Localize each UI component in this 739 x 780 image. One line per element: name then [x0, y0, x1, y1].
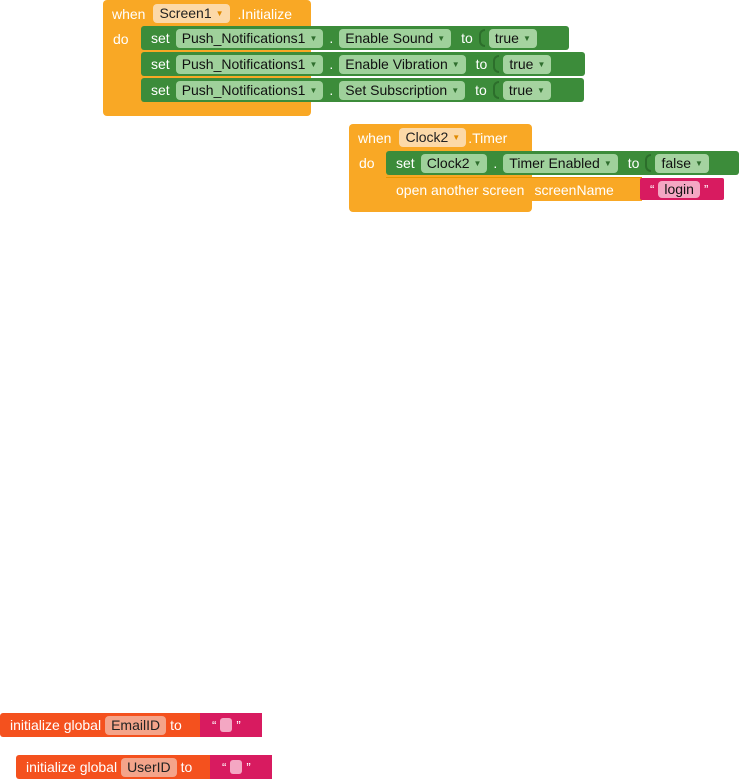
userid-empty-text-block[interactable]: “ ” [210, 755, 272, 779]
set-label: set [151, 30, 170, 46]
to-label: to [170, 717, 182, 733]
to-label: to [461, 30, 473, 46]
component-dropdown[interactable]: Push_Notifications1 ▼ [175, 54, 324, 74]
event-name: .Initialize [237, 5, 293, 22]
component-dropdown[interactable]: Push_Notifications1 ▼ [175, 80, 324, 100]
close-quote: ” [246, 759, 251, 775]
variable-name-field[interactable]: UserID [121, 757, 177, 777]
variable-name-field[interactable]: EmailID [105, 715, 167, 735]
component-dropdown[interactable]: Clock2 ▼ [420, 153, 488, 173]
empty-string-field[interactable] [230, 760, 243, 774]
socket-notch [493, 55, 500, 73]
to-label: to [475, 82, 487, 98]
do-label: do [113, 31, 129, 47]
chevron-down-icon: ▼ [309, 33, 318, 43]
component-dropdown[interactable]: Push_Notifications1 ▼ [175, 28, 324, 48]
dot-label: . [329, 82, 334, 98]
open-quote: “ [650, 181, 655, 197]
chevron-down-icon: ▼ [452, 133, 461, 142]
property-dropdown[interactable]: Enable Sound ▼ [339, 28, 452, 48]
set-enable-sound-block[interactable]: set Push_Notifications1 ▼ . Enable Sound… [141, 26, 569, 50]
close-quote: ” [703, 181, 709, 197]
property-dropdown[interactable]: Enable Vibration ▼ [339, 54, 466, 74]
chevron-down-icon: ▼ [695, 158, 703, 168]
boolean-dropdown[interactable]: true ▼ [503, 54, 552, 74]
empty-string-field[interactable] [220, 718, 233, 732]
boolean-dropdown[interactable]: true ▼ [488, 28, 537, 48]
init-global-emailid-block[interactable]: initialize global EmailID to [0, 713, 200, 737]
chevron-down-icon: ▼ [437, 33, 446, 43]
set-timer-enabled-block[interactable]: set Clock2 ▼ . Timer Enabled ▼ to false … [386, 151, 739, 175]
screen-name-param: screenName [534, 181, 614, 198]
chevron-down-icon: ▼ [522, 33, 531, 43]
chevron-down-icon: ▼ [537, 59, 546, 69]
clock2-dropdown[interactable]: Clock2 ▼ [399, 128, 467, 147]
emailid-empty-text-block[interactable]: “ ” [200, 713, 262, 737]
set-label: set [151, 56, 170, 72]
chevron-down-icon: ▼ [473, 158, 482, 168]
property-dropdown[interactable]: Timer Enabled ▼ [503, 153, 618, 173]
set-label: set [396, 155, 415, 171]
set-subscription-block[interactable]: set Push_Notifications1 ▼ . Set Subscrip… [141, 78, 584, 102]
clock2-timer-header: when Clock2 ▼ .Timer [358, 127, 507, 148]
event-name: .Timer [468, 129, 508, 146]
init-global-userid-block[interactable]: initialize global UserID to [16, 755, 212, 779]
socket-notch [645, 154, 652, 172]
open-another-screen-label: open another screen [396, 181, 525, 198]
chevron-down-icon: ▼ [451, 85, 460, 95]
open-quote: “ [222, 759, 227, 775]
boolean-dropdown[interactable]: true ▼ [502, 80, 551, 100]
set-enable-vibration-block[interactable]: set Push_Notifications1 ▼ . Enable Vibra… [141, 52, 585, 76]
close-quote: ” [236, 717, 241, 733]
login-text-field[interactable]: login [658, 180, 700, 198]
chevron-down-icon: ▼ [309, 59, 318, 69]
when-label: when [358, 129, 392, 146]
screen1-initialize-header: when Screen1 ▼ .Initialize [112, 3, 292, 24]
chevron-down-icon: ▼ [309, 85, 318, 95]
dot-label: . [329, 56, 334, 72]
chevron-down-icon: ▼ [451, 59, 460, 69]
init-global-label: initialize global [26, 759, 118, 775]
when-label: when [112, 5, 146, 22]
open-another-screen-block[interactable]: open another screen screenName [386, 177, 642, 201]
boolean-dropdown[interactable]: false ▼ [655, 153, 709, 173]
to-label: to [475, 56, 488, 72]
do-label: do [359, 155, 375, 171]
chevron-down-icon: ▼ [536, 85, 545, 95]
property-dropdown[interactable]: Set Subscription ▼ [339, 80, 466, 100]
to-label: to [627, 155, 640, 171]
dot-label: . [329, 30, 334, 46]
socket-notch [478, 29, 485, 47]
chevron-down-icon: ▼ [215, 9, 224, 18]
socket-notch [492, 81, 499, 99]
chevron-down-icon: ▼ [603, 158, 612, 168]
open-quote: “ [212, 717, 217, 733]
to-label: to [180, 759, 193, 775]
screen1-dropdown[interactable]: Screen1 ▼ [153, 4, 230, 23]
dot-label: . [493, 155, 498, 171]
login-text-block[interactable]: “ login ” [640, 178, 724, 200]
init-global-label: initialize global [10, 717, 102, 733]
set-label: set [151, 82, 170, 98]
